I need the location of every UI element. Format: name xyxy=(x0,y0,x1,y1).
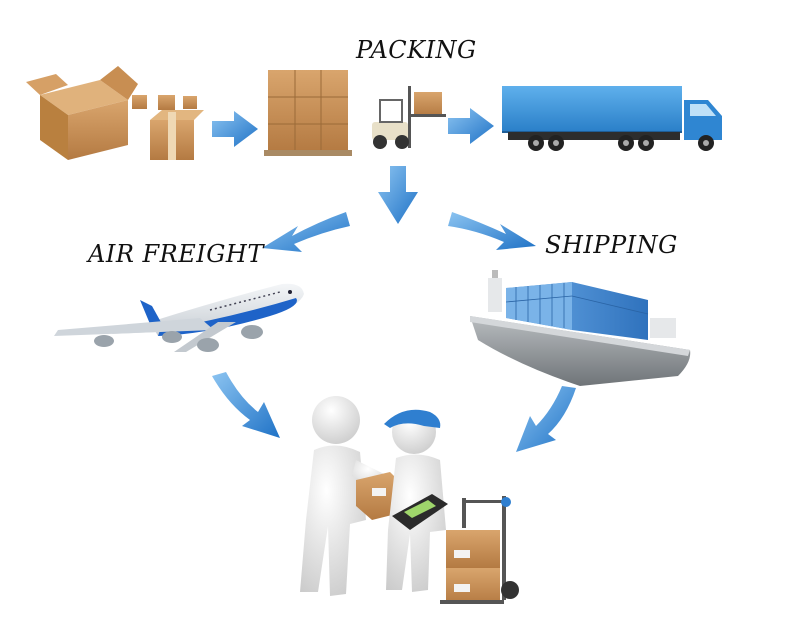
shipping-label: SHIPPING xyxy=(545,231,678,259)
delivery-handover-icon xyxy=(300,396,519,604)
arrow-to-pallet xyxy=(212,111,258,147)
arrow-air-to-delivery xyxy=(212,372,280,438)
arrow-down-center xyxy=(378,166,418,224)
arrow-ship-to-delivery xyxy=(516,386,576,452)
cardboard-boxes-icon xyxy=(26,66,204,160)
arrow-to-truck xyxy=(448,108,494,144)
air-freight-label: AIR FREIGHT xyxy=(88,240,264,268)
pallet-boxes-icon xyxy=(264,70,352,156)
arrow-to-air xyxy=(262,212,350,252)
container-ship-icon xyxy=(470,270,691,386)
packing-label: PACKING xyxy=(356,36,477,64)
cargo-plane-icon xyxy=(54,283,304,352)
container-truck-icon xyxy=(502,86,722,151)
forklift-icon xyxy=(372,86,446,149)
arrow-to-ship xyxy=(448,212,536,250)
